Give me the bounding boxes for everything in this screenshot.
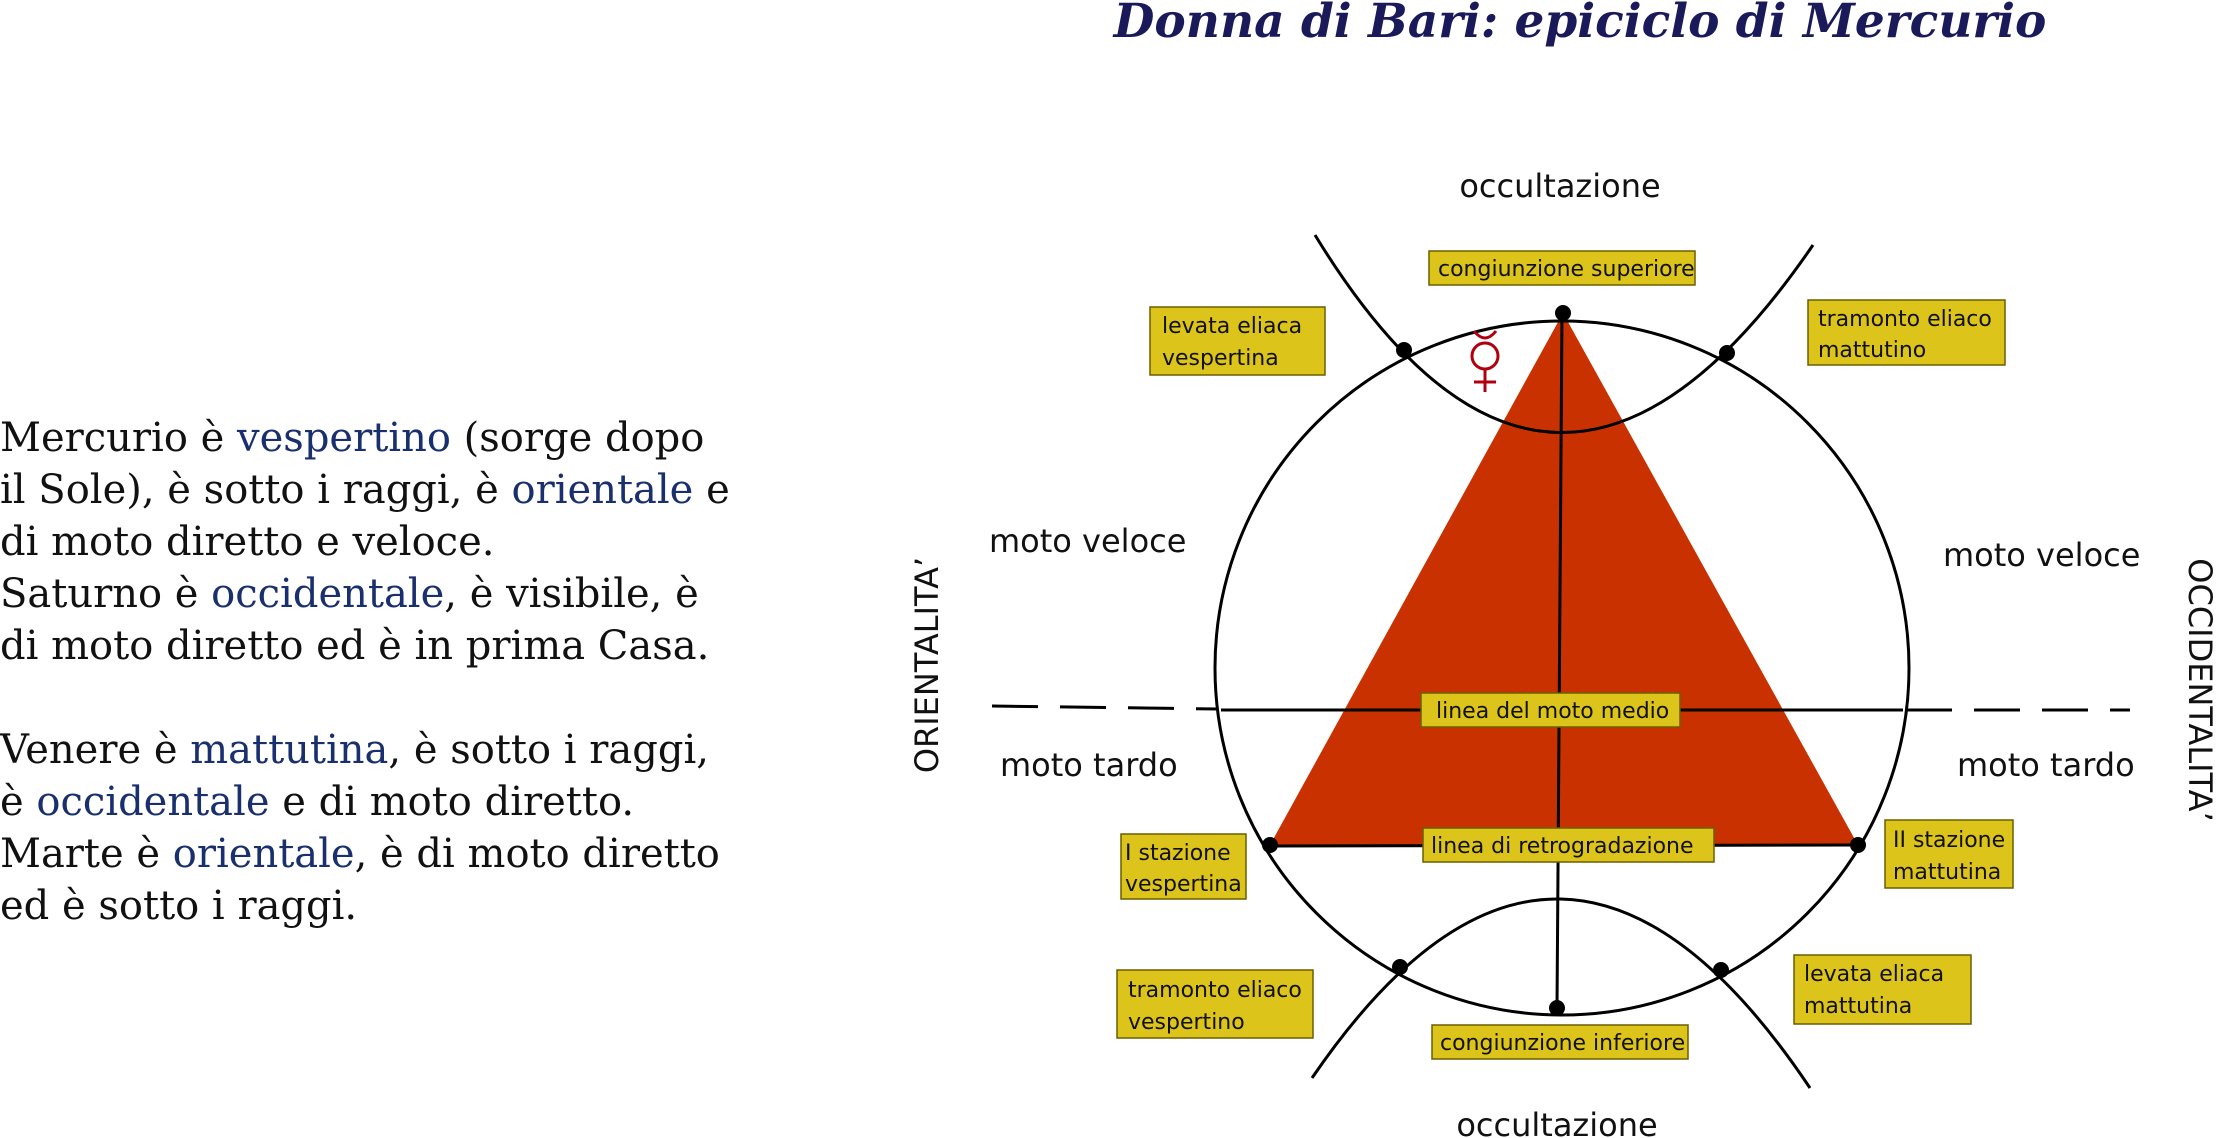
tag-tramonto-eliaco-mattutino: tramonto eliaco mattutino bbox=[1807, 299, 2006, 366]
tag-II-stazione-mattutina: II stazione mattutina bbox=[1884, 819, 2014, 889]
point-II-stazione bbox=[1850, 837, 1866, 853]
occultation-bottom-label: occultazione bbox=[1456, 1106, 1657, 1138]
tag-I-stazione-vespertina: I stazione vespertina bbox=[1120, 833, 1247, 900]
upper-occultation-arc bbox=[1313, 234, 1815, 434]
p2-highlight-5: occidentale bbox=[36, 779, 270, 825]
point-congiunzione-inferiore bbox=[1549, 1000, 1565, 1016]
point-tramonto-eliaco-mattutino bbox=[1719, 345, 1735, 361]
p1-run-6: e bbox=[693, 467, 730, 513]
p1-highlight-5: orientale bbox=[511, 467, 694, 513]
moto-veloce-left-label: moto veloce bbox=[989, 522, 1186, 560]
p2-highlight-1: mattutina bbox=[190, 727, 389, 773]
description-text: Mercurio è vespertino (sorge dopo il Sole… bbox=[0, 412, 760, 932]
point-I-stazione bbox=[1262, 837, 1278, 853]
orientalita-label: ORIENTALITA’ bbox=[908, 557, 946, 773]
p1-run-12: , è visibile, è bbox=[444, 571, 699, 617]
point-tramonto-eliaco-vespertino bbox=[1392, 959, 1408, 975]
tag-II-stazione-mattutina-line1: II stazione bbox=[1893, 828, 2005, 853]
tag-levata-eliaca-vespertina: levata eliaca vespertina bbox=[1149, 306, 1326, 376]
tag-levata-eliaca-vespertina-line2: vespertina bbox=[1162, 346, 1279, 371]
p2-run-8: Marte è bbox=[0, 831, 173, 877]
vertical-axis bbox=[1555, 312, 1564, 1009]
mercury-symbol-icon bbox=[1470, 330, 1500, 392]
p1-run-8: di moto diretto e veloce. bbox=[0, 519, 495, 565]
occidentalita-label: OCCIDENTALITA’ bbox=[2181, 558, 2219, 821]
p2-run-10: , è di moto diretto bbox=[354, 831, 720, 877]
tag-linea-retrogradazione-line1: linea di retrogradazione bbox=[1431, 834, 1694, 859]
tag-tramonto-eliaco-vespertino-line2: vespertino bbox=[1128, 1010, 1245, 1035]
p1-run-10: Saturno è bbox=[0, 571, 212, 617]
triangle bbox=[1270, 313, 1858, 845]
lower-occultation-arc bbox=[1310, 897, 1812, 1089]
page-title: Donna di Bari: epiciclo di Mercurio bbox=[1113, 0, 2047, 49]
moto-tardo-left-label: moto tardo bbox=[1000, 746, 1178, 784]
moto-tardo-right-label: moto tardo bbox=[1957, 746, 2135, 784]
tag-tramonto-eliaco-vespertino-line1: tramonto eliaco bbox=[1128, 978, 1302, 1003]
tag-levata-eliaca-vespertina-line1: levata eliaca bbox=[1162, 314, 1302, 339]
tag-levata-eliaca-mattutina-line1: levata eliaca bbox=[1804, 962, 1944, 987]
tag-II-stazione-mattutina-line2: mattutina bbox=[1893, 860, 2001, 885]
tag-congiunzione-inferiore-line1: congiunzione inferiore bbox=[1440, 1031, 1685, 1056]
p1-highlight-11: occidentale bbox=[211, 571, 445, 617]
p1-highlight-1: vespertino bbox=[237, 415, 451, 461]
tag-congiunzione-superiore-line1: congiunzione superiore bbox=[1438, 257, 1695, 282]
paragraph-mercury-saturn: Mercurio è vespertino (sorge dopo il Sole… bbox=[0, 412, 760, 672]
p2-run-6: e di moto diretto. bbox=[269, 779, 635, 825]
tag-congiunzione-inferiore: congiunzione inferiore bbox=[1431, 1024, 1689, 1060]
tag-I-stazione-vespertina-line2: vespertina bbox=[1125, 872, 1242, 897]
tag-levata-eliaca-mattutina: levata eliaca mattutina bbox=[1793, 954, 1972, 1025]
tag-tramonto-eliaco-vespertino: tramonto eliaco vespertino bbox=[1116, 969, 1314, 1039]
tag-levata-eliaca-mattutina-line2: mattutina bbox=[1804, 994, 1912, 1019]
point-levata-eliaca-mattutina bbox=[1713, 962, 1729, 978]
p2-highlight-9: orientale bbox=[172, 831, 355, 877]
p1-run-0: Mercurio è bbox=[0, 415, 238, 461]
point-levata-eliaca-vespertina bbox=[1396, 342, 1412, 358]
tag-linea-retrogradazione: linea di retrogradazione bbox=[1422, 827, 1715, 863]
tag-linea-moto-medio-line1: linea del moto medio bbox=[1436, 699, 1669, 724]
p2-run-2: , è sotto i raggi, bbox=[388, 727, 709, 773]
tag-linea-moto-medio: linea del moto medio bbox=[1420, 692, 1681, 728]
paragraph-venus-mars: Venere è mattutina, è sotto i raggi, è oc… bbox=[0, 724, 760, 932]
moto-veloce-right-label: moto veloce bbox=[1943, 536, 2140, 574]
p2-run-4: è bbox=[0, 779, 37, 825]
tag-congiunzione-superiore: congiunzione superiore bbox=[1428, 250, 1696, 286]
p1-run-2: (sorge dopo bbox=[450, 415, 705, 461]
p1-run-4: il Sole), è sotto i raggi, è bbox=[0, 467, 512, 513]
dashed-line-left bbox=[991, 704, 1219, 711]
p1-run-14: di moto diretto ed è in prima Casa. bbox=[0, 623, 710, 669]
p2-run-12: ed è sotto i raggi. bbox=[0, 883, 358, 929]
occultation-top-label: occultazione bbox=[1459, 167, 1660, 205]
point-congiunzione-superiore bbox=[1555, 305, 1571, 321]
tag-I-stazione-vespertina-line1: I stazione bbox=[1125, 841, 1231, 866]
tag-tramonto-eliaco-mattutino-line2: mattutino bbox=[1818, 338, 1926, 363]
tag-tramonto-eliaco-mattutino-line1: tramonto eliaco bbox=[1818, 307, 1992, 332]
p2-run-0: Venere è bbox=[0, 727, 191, 773]
